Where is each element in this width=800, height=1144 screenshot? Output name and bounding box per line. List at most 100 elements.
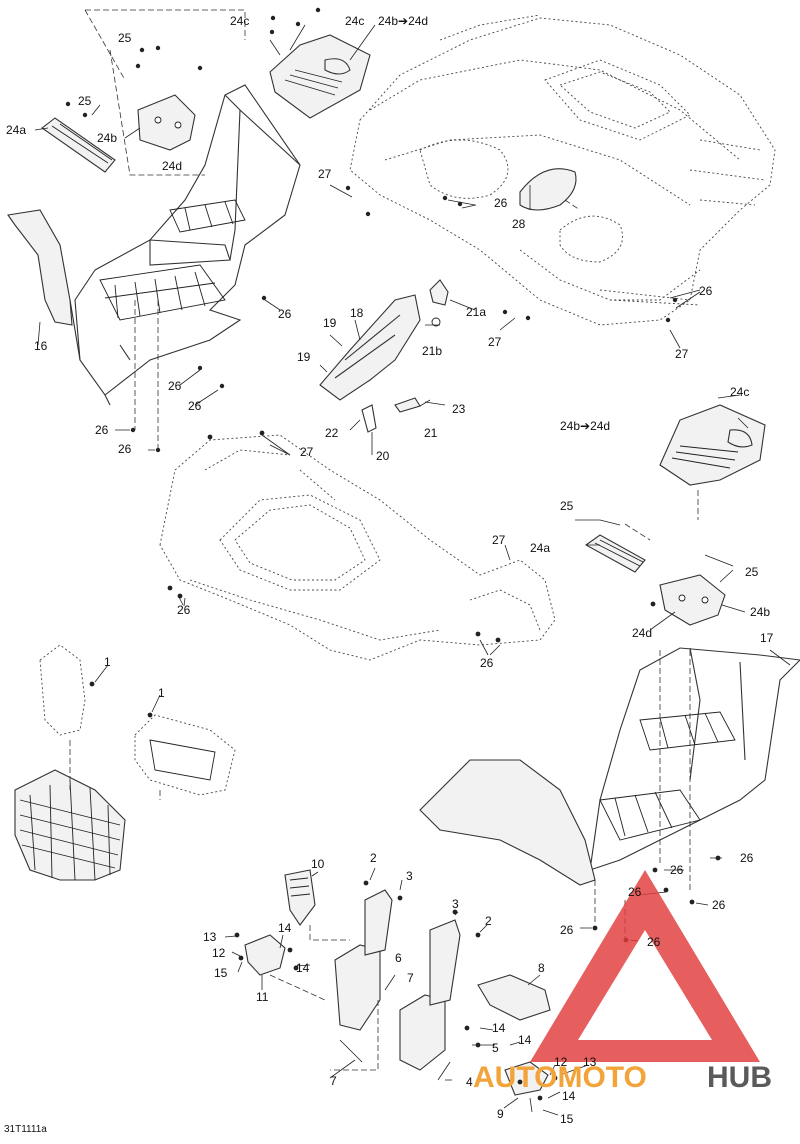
callout-9: 9 xyxy=(497,1107,504,1121)
callout-14-a: 14 xyxy=(278,921,292,935)
callout-26-l: 26 xyxy=(628,885,642,899)
callout-15-a: 15 xyxy=(214,966,228,980)
figure-code: 31T1111a xyxy=(4,1124,47,1135)
callout-2-b: 2 xyxy=(485,914,492,928)
callout-26-h: 26 xyxy=(177,603,191,617)
callout-24a-a: 24a xyxy=(6,123,26,137)
seat-pad xyxy=(519,168,577,211)
callout-16: 16 xyxy=(34,339,48,353)
callout-26-n: 26 xyxy=(560,923,574,937)
frame-bracket-6 xyxy=(334,889,393,1031)
plate-24b-24d-right xyxy=(659,404,766,486)
front-grille xyxy=(14,769,126,881)
callout-24d-b: 24d xyxy=(632,626,652,640)
callout-5: 5 xyxy=(492,1041,499,1055)
callout-26-o: 26 xyxy=(647,935,661,949)
callout-26-m: 26 xyxy=(712,898,726,912)
callout-8: 8 xyxy=(538,961,545,975)
callout-25-c: 25 xyxy=(560,499,574,513)
callout-11: 11 xyxy=(256,990,269,1004)
fasteners-top xyxy=(65,7,678,453)
callout-1-b: 1 xyxy=(158,686,165,700)
callout-26-k: 26 xyxy=(740,851,754,865)
watermark-right-text: HUB xyxy=(707,1061,772,1094)
callout-20: 20 xyxy=(376,449,390,463)
callout-23: 23 xyxy=(452,402,466,416)
callout-14-e: 14 xyxy=(562,1089,576,1103)
bracket-18 xyxy=(319,294,421,401)
callout-21: 21 xyxy=(424,426,438,440)
callout-25-a: 25 xyxy=(118,31,132,45)
callout-17: 17 xyxy=(760,631,774,645)
callout-25-b: 25 xyxy=(78,94,92,108)
callout-24c-b: 24c xyxy=(345,14,364,28)
callout-15-b: 15 xyxy=(560,1112,574,1126)
callout-14-d: 14 xyxy=(518,1033,532,1047)
left-footwell xyxy=(69,84,301,406)
bracket-10 xyxy=(284,869,316,926)
callout-21b: 21b xyxy=(422,344,442,358)
callout-26-j: 26 xyxy=(670,863,684,877)
plate-24b-24d-top xyxy=(269,34,371,119)
callout-1-a: 1 xyxy=(104,655,111,669)
mudguard-16 xyxy=(7,209,73,326)
bracket-9 xyxy=(504,1061,549,1096)
mudguard-right xyxy=(419,759,596,886)
rear-body-panel xyxy=(349,14,776,326)
callout-22: 22 xyxy=(325,426,339,440)
callout-27-c: 27 xyxy=(675,347,689,361)
callout-3-a: 3 xyxy=(406,869,413,883)
callout-24c-a: 24c xyxy=(230,14,249,28)
bracket-8 xyxy=(477,974,551,1021)
footrest-24a-right xyxy=(584,534,646,573)
callout-27-d: 27 xyxy=(300,445,314,459)
callout-26-i: 26 xyxy=(480,656,494,670)
bracket-11 xyxy=(244,934,286,976)
callout-24d-a: 24d xyxy=(162,159,182,173)
callout-27-a: 27 xyxy=(318,167,332,181)
callout-12-a: 12 xyxy=(212,946,226,960)
callout-14-b: 14 xyxy=(296,961,310,975)
callout-26-d: 26 xyxy=(168,379,182,393)
bracket-24b-left xyxy=(137,94,196,151)
callout-26-c: 26 xyxy=(278,307,292,321)
callout-10: 10 xyxy=(311,857,325,871)
callout-24b-24d-a: 24b➔24d xyxy=(378,14,428,28)
footrest-24a-left xyxy=(41,117,116,173)
callout-labels: 24c 24c 24b➔24d 25 25 24a 24b 24d 27 26 … xyxy=(6,14,774,1126)
hinge-21 xyxy=(361,397,421,433)
callout-24b-b: 24b xyxy=(750,605,770,619)
right-footwell xyxy=(589,647,800,871)
callout-13-a: 13 xyxy=(203,930,217,944)
callout-4: 4 xyxy=(466,1075,473,1089)
callout-26-g: 26 xyxy=(118,442,132,456)
side-panel-1 xyxy=(39,644,236,796)
callout-18: 18 xyxy=(350,306,364,320)
callout-27-e: 27 xyxy=(492,533,506,547)
front-rack-panel xyxy=(159,434,556,661)
callout-19-a: 19 xyxy=(323,316,337,330)
clip-21a xyxy=(429,279,449,327)
callout-7-a: 7 xyxy=(407,971,414,985)
callout-21a: 21a xyxy=(466,305,486,319)
callout-26-a: 26 xyxy=(494,196,508,210)
callout-24b-24d-b: 24b➔24d xyxy=(560,419,610,433)
callout-7-b: 7 xyxy=(330,1074,337,1088)
bracket-24b-right xyxy=(659,574,726,626)
watermark-left-text: AUTOMOTO xyxy=(473,1061,647,1094)
callout-26-f: 26 xyxy=(95,423,109,437)
frame-bracket-5 xyxy=(399,919,461,1071)
callout-27-b: 27 xyxy=(488,335,502,349)
callout-24a-b: 24a xyxy=(530,541,550,555)
callout-2-a: 2 xyxy=(370,851,377,865)
callout-19-b: 19 xyxy=(297,350,311,364)
callout-24b-a: 24b xyxy=(97,131,117,145)
callout-26-b: 26 xyxy=(699,284,713,298)
callout-25-d: 25 xyxy=(745,565,759,579)
callout-28: 28 xyxy=(512,217,526,231)
callout-12-b: 12 xyxy=(554,1055,568,1069)
callout-6: 6 xyxy=(395,951,402,965)
callout-14-c: 14 xyxy=(492,1021,506,1035)
